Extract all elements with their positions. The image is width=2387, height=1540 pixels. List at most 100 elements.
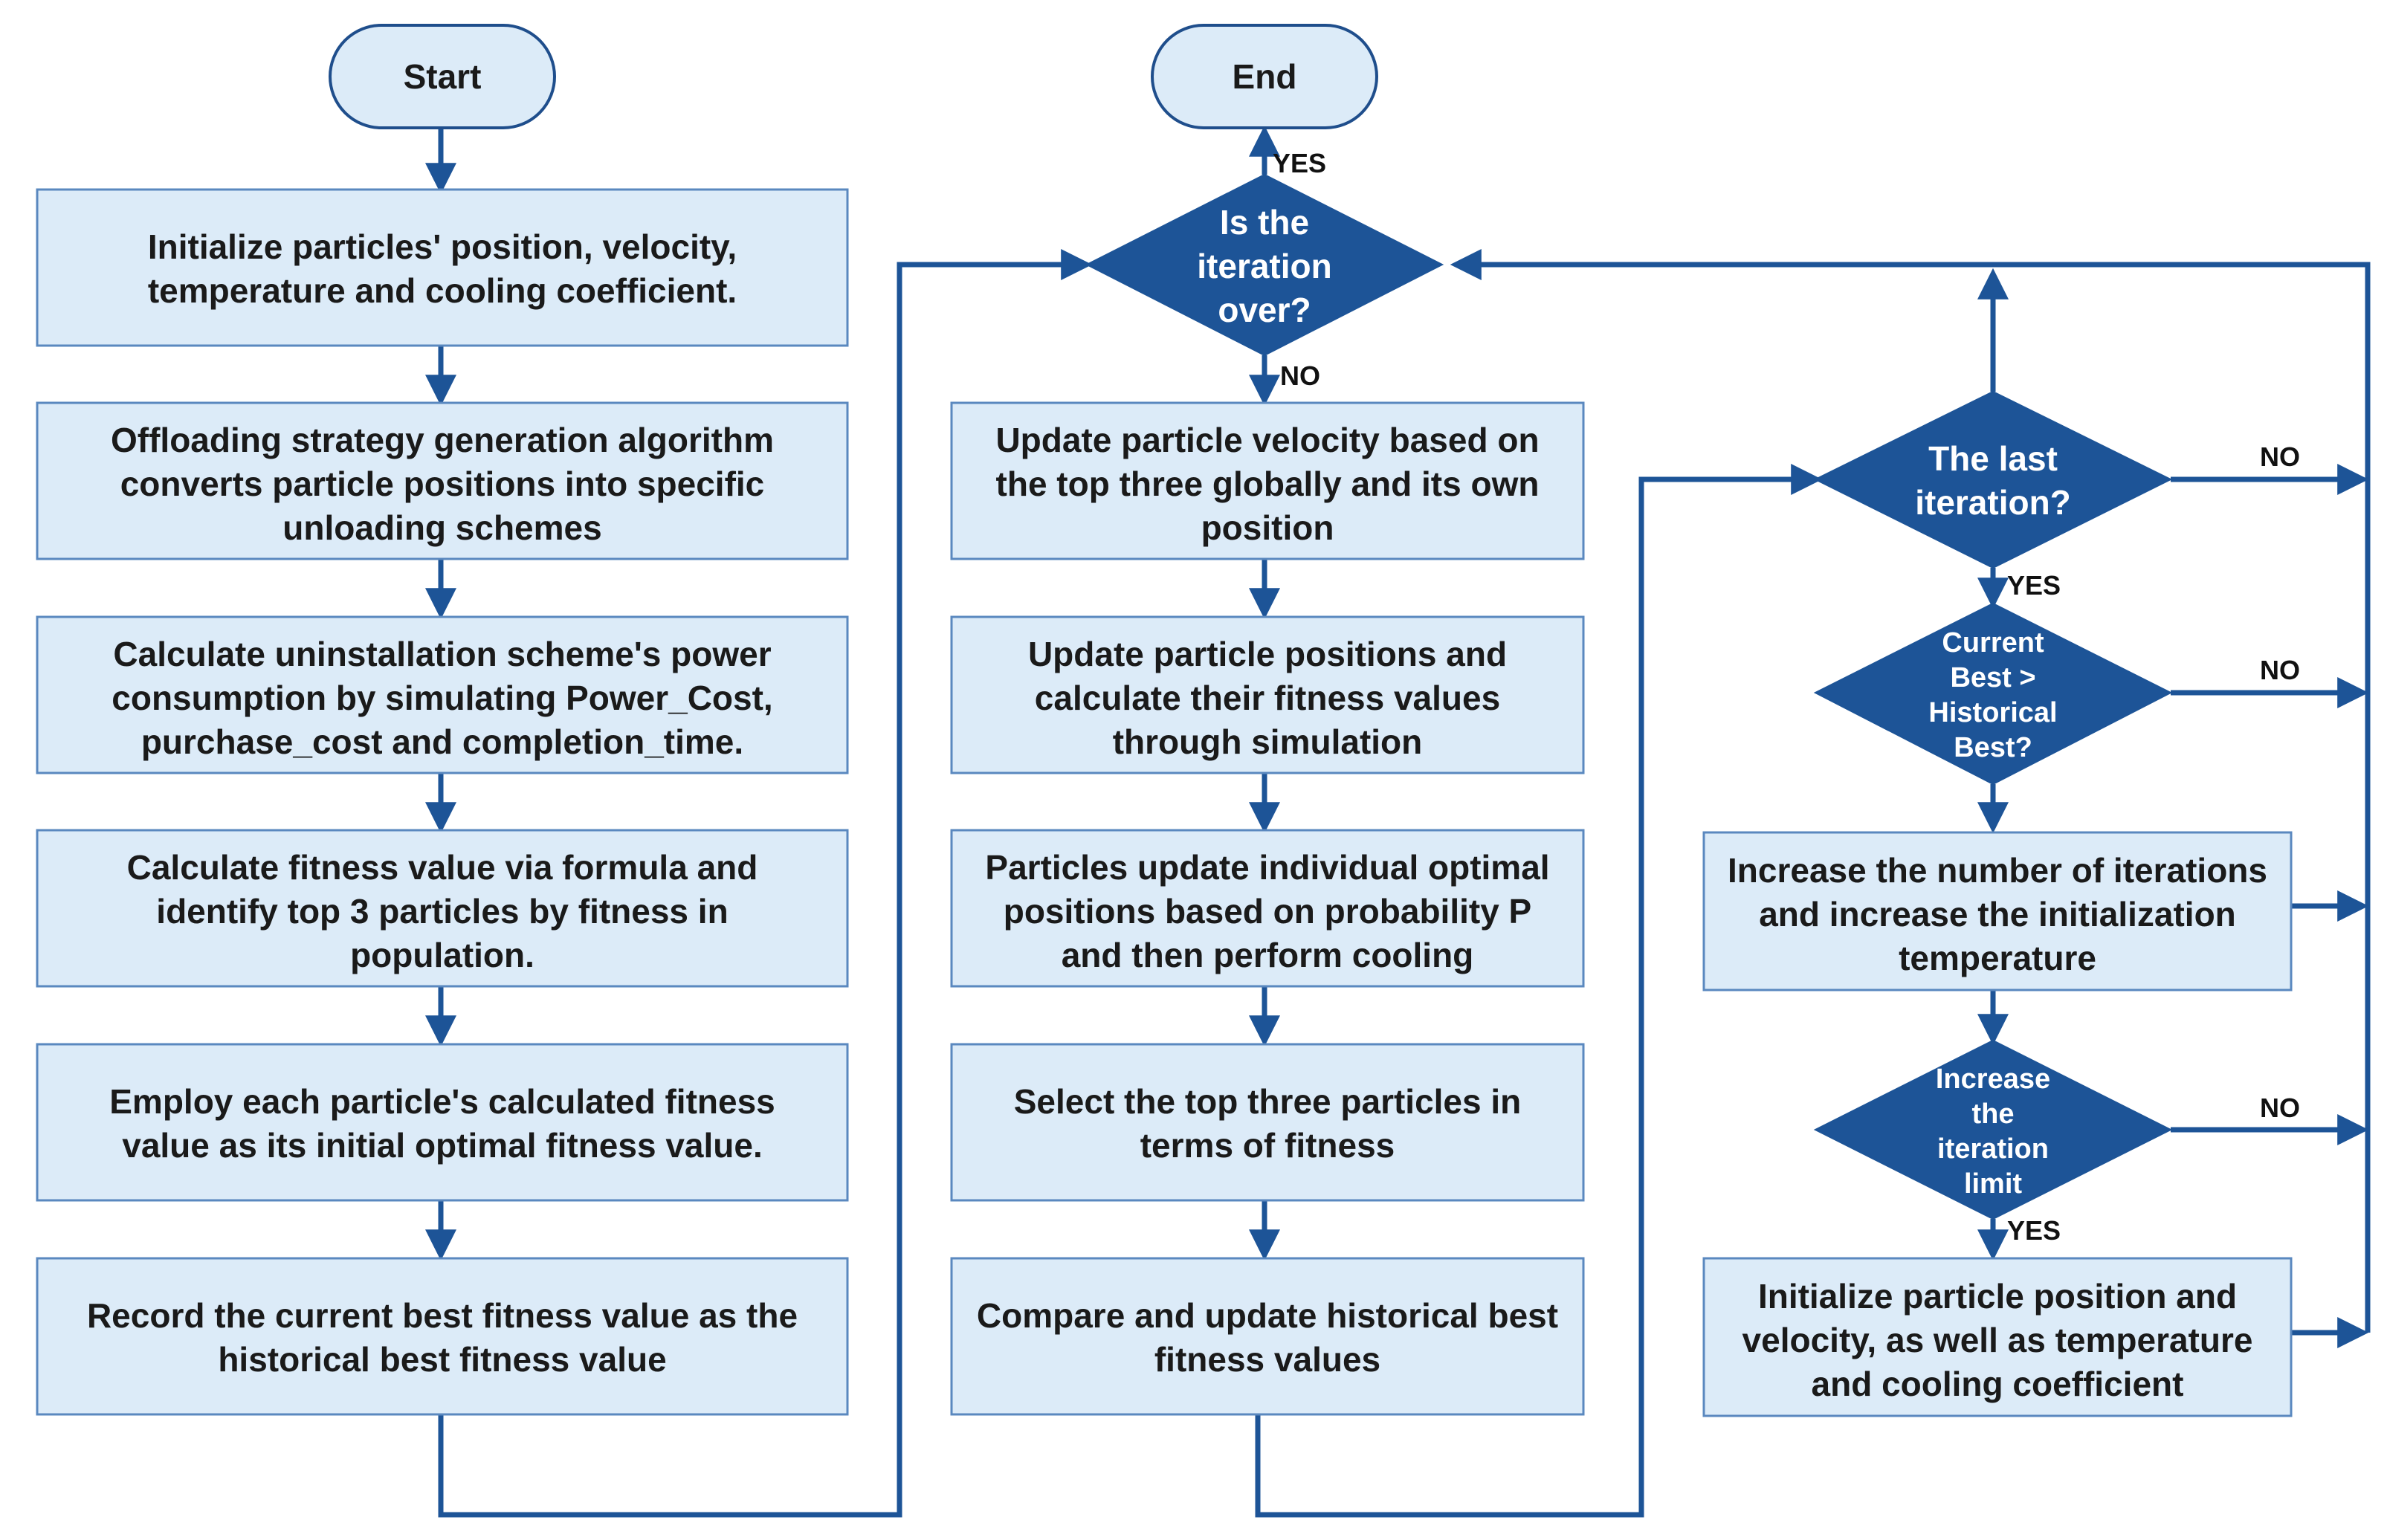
left-box-3: Calculate uninstallation scheme's power … — [36, 615, 849, 774]
start-shape — [329, 24, 556, 129]
mid-box-1-line-2: the top three globally and its own — [996, 465, 1540, 503]
right-box-increase-line-3: temperature — [1899, 939, 2096, 977]
left-box-4-shape — [36, 829, 849, 988]
mid-box-5-shape — [950, 1257, 1585, 1416]
mid-box-5: Compare and update historical best fitne… — [950, 1257, 1585, 1416]
left-box-2-line-2: converts particle positions into specifi… — [120, 465, 765, 503]
arrow-mid-to-last-iteration — [1255, 464, 1823, 1518]
left-box-3-line-2: consumption by simulating Power_Cost, — [112, 679, 772, 717]
left-box-4: Calculate fitness value via formula and … — [36, 829, 849, 988]
label-no-current-best: NO — [2260, 655, 2300, 685]
decision-increase-limit-line-1: Increase — [1936, 1064, 2050, 1095]
mid-box-4-shape — [950, 1043, 1585, 1202]
mid-box-1: Update particle velocity based on the to… — [950, 401, 1585, 560]
mid-box-2: Update particle positions and calculate … — [950, 615, 1585, 774]
right-box-init-line-2: velocity, as well as temperature — [1742, 1321, 2253, 1359]
left-box-3-line-3: purchase_cost and completion_time. — [141, 722, 743, 761]
label-no-increase-limit: NO — [2260, 1093, 2300, 1123]
end-terminal: End — [1151, 24, 1378, 129]
left-box-5-line-1: Employ each particle's calculated fitnes… — [109, 1082, 775, 1121]
decision-current-best-line-2: Best > — [1950, 662, 2035, 693]
decision-iteration-over-shape — [1085, 173, 1444, 357]
left-box-1-shape — [36, 188, 849, 347]
decision-increase-limit-line-3: iteration — [1937, 1133, 2049, 1165]
left-box-1-line-2: temperature and cooling coefficient. — [148, 271, 737, 310]
right-box-init-shape — [1702, 1257, 2293, 1417]
left-box-6-line-1: Record the current best fitness value as… — [87, 1296, 798, 1335]
label-yes-last-iteration: YES — [2007, 570, 2061, 601]
start-label: Start — [404, 57, 482, 96]
left-box-5-shape — [36, 1043, 849, 1202]
left-box-3-shape — [36, 615, 849, 774]
mid-box-3-shape — [950, 829, 1585, 988]
right-box-init-line-1: Initialize particle position and — [1758, 1277, 2237, 1316]
left-box-4-line-3: population. — [350, 936, 534, 974]
left-box-4-line-2: identify top 3 particles by fitness in — [156, 892, 728, 931]
mid-box-3-line-3: and then perform cooling — [1062, 936, 1474, 974]
decision-iteration-over-line-3: over? — [1218, 291, 1311, 329]
left-box-5-line-2: value as its initial optimal fitness val… — [122, 1126, 763, 1165]
decision-current-best-line-4: Best? — [1954, 732, 2032, 763]
mid-box-4-line-1: Select the top three particles in — [1014, 1082, 1522, 1121]
decision-increase-limit-line-4: limit — [1964, 1168, 2022, 1200]
decision-current-best-shape — [1813, 602, 2173, 786]
mid-box-5-line-2: fitness values — [1154, 1340, 1380, 1379]
start-terminal: Start — [329, 24, 556, 129]
end-shape — [1151, 24, 1378, 129]
decision-increase-limit-shape — [1813, 1039, 2173, 1220]
connectors — [425, 125, 2371, 1518]
right-box-init: Initialize particle position and velocit… — [1702, 1257, 2293, 1417]
mid-box-1-line-3: position — [1201, 508, 1334, 547]
mid-box-2-line-3: through simulation — [1113, 722, 1423, 761]
left-box-6-line-2: historical best fitness value — [218, 1340, 666, 1379]
mid-box-5-line-1: Compare and update historical best — [977, 1296, 1558, 1335]
right-box-increase-line-1: Increase the number of iterations — [1728, 851, 2267, 890]
left-box-3-line-1: Calculate uninstallation scheme's power — [113, 635, 771, 673]
end-label: End — [1233, 57, 1297, 96]
decision-last-iteration: The last iteration? — [1813, 390, 2173, 569]
decision-iteration-over: Is the iteration over? — [1085, 173, 1444, 357]
left-box-1-line-1: Initialize particles' position, velocity… — [148, 227, 737, 266]
left-box-6: Record the current best fitness value as… — [36, 1257, 849, 1416]
right-box-increase-shape — [1702, 831, 2293, 991]
label-no-last-iteration: NO — [2260, 441, 2300, 472]
left-box-2: Offloading strategy generation algorithm… — [36, 401, 849, 560]
mid-box-4: Select the top three particles in terms … — [950, 1043, 1585, 1202]
decision-last-iteration-line-1: The last — [1928, 439, 2058, 478]
left-box-2-shape — [36, 401, 849, 560]
right-box-init-line-3: and cooling coefficient — [1812, 1365, 2184, 1403]
label-no-iteration: NO — [1280, 360, 1320, 391]
left-box-1: Initialize particles' position, velocity… — [36, 188, 849, 347]
left-box-2-line-3: unloading schemes — [282, 508, 601, 547]
mid-box-2-shape — [950, 615, 1585, 774]
mid-box-1-line-1: Update particle velocity based on — [995, 421, 1539, 459]
left-box-4-line-1: Calculate fitness value via formula and — [127, 848, 758, 887]
label-yes-increase-limit: YES — [2007, 1215, 2061, 1246]
feedback-loop-line — [1450, 249, 2371, 1333]
decision-current-best: Current Best > Historical Best? — [1813, 602, 2173, 786]
mid-box-4-line-2: terms of fitness — [1140, 1126, 1395, 1165]
right-box-increase: Increase the number of iterations and in… — [1702, 831, 2293, 991]
decision-current-best-line-3: Historical — [1928, 697, 2057, 728]
decision-iteration-over-line-2: iteration — [1197, 247, 1331, 285]
decision-current-best-line-1: Current — [1942, 627, 2044, 659]
decision-increase-limit-line-2: the — [1972, 1099, 2015, 1130]
arrow-left-to-iteration-check — [438, 249, 1093, 1518]
mid-box-3: Particles update individual optimal posi… — [950, 829, 1585, 988]
right-box-increase-line-2: and increase the initialization — [1759, 895, 2236, 934]
decision-last-iteration-line-2: iteration? — [1915, 483, 2071, 522]
left-box-5: Employ each particle's calculated fitnes… — [36, 1043, 849, 1202]
left-box-6-shape — [36, 1257, 849, 1416]
decision-last-iteration-shape — [1813, 390, 2173, 569]
decision-iteration-over-line-1: Is the — [1220, 203, 1309, 242]
decision-increase-limit: Increase the iteration limit — [1813, 1039, 2173, 1220]
label-yes-end: YES — [1273, 148, 1326, 178]
mid-box-2-line-2: calculate their fitness values — [1035, 679, 1500, 717]
mid-box-3-line-2: positions based on probability P — [1004, 892, 1532, 931]
edge-labels: YES NO NO YES NO NO YES — [1273, 148, 2300, 1246]
mid-box-3-line-1: Particles update individual optimal — [985, 848, 1549, 887]
left-box-2-line-1: Offloading strategy generation algorithm — [111, 421, 774, 459]
mid-box-1-shape — [950, 401, 1585, 560]
mid-box-2-line-1: Update particle positions and — [1028, 635, 1507, 673]
